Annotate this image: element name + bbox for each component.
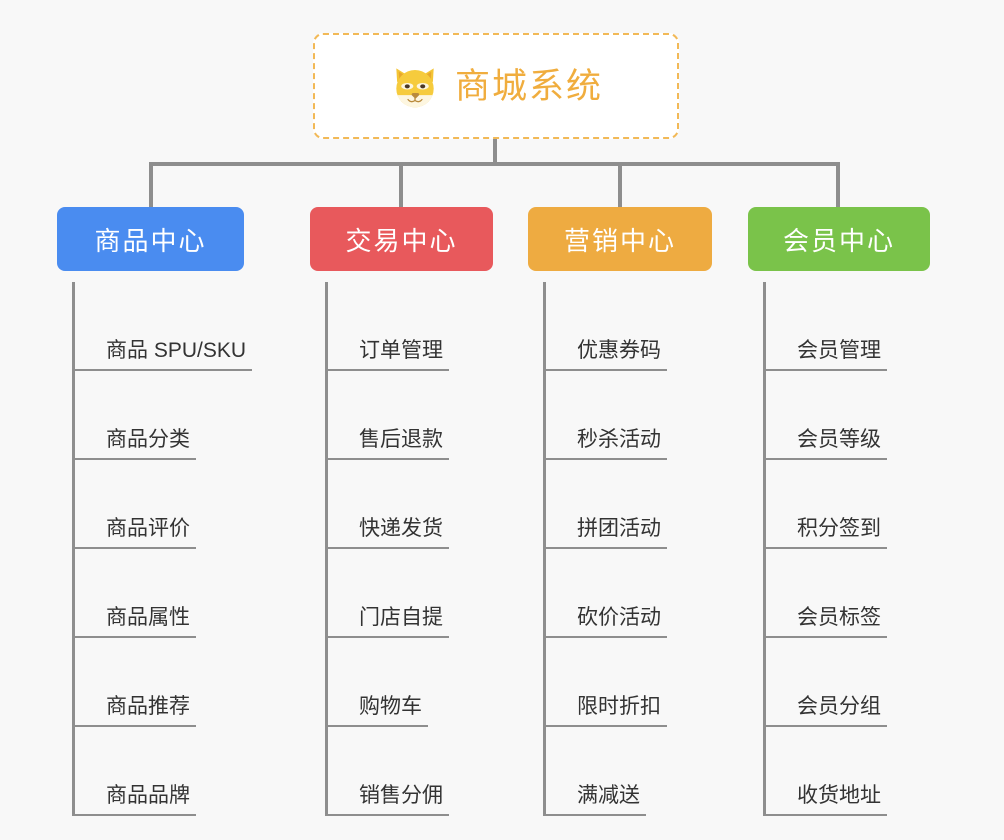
group-header-label: 商品中心	[94, 225, 207, 256]
leaf-label: 砍价活动	[546, 606, 667, 638]
leaf-label: 快递发货	[328, 517, 449, 549]
leaf-label: 门店自提	[328, 606, 449, 638]
list-item[interactable]: 限时折扣	[546, 638, 712, 727]
connector-drop-trade-center	[399, 162, 403, 208]
leaf-label: 收货地址	[766, 784, 887, 816]
list-item[interactable]: 商品属性	[75, 549, 244, 638]
list-item[interactable]: 商品 SPU/SKU	[75, 282, 253, 371]
group-product-center: 商品中心 商品 SPU/SKU 商品分类 商品评价 商品属性 商品推荐 商品品牌	[57, 207, 253, 816]
leaf-label: 商品推荐	[75, 695, 196, 727]
list-item[interactable]: 会员管理	[766, 282, 930, 371]
group-header-member-center[interactable]: 会员中心	[748, 207, 930, 271]
list-item[interactable]: 会员等级	[766, 371, 930, 460]
leaf-label: 秒杀活动	[546, 428, 667, 460]
list-item[interactable]: 满减送	[546, 727, 712, 816]
list-item[interactable]: 收货地址	[766, 727, 930, 816]
group-header-label: 会员中心	[782, 225, 895, 256]
leaf-list-trade-center: 订单管理 售后退款 快递发货 门店自提 购物车 销售分佣	[325, 282, 493, 816]
leaf-list-member-center: 会员管理 会员等级 积分签到 会员标签 会员分组 收货地址	[763, 282, 930, 816]
leaf-label: 优惠券码	[546, 339, 667, 371]
leaf-label: 会员管理	[766, 339, 887, 371]
list-item[interactable]: 商品品牌	[75, 727, 244, 816]
group-member-center: 会员中心 会员管理 会员等级 积分签到 会员标签 会员分组 收货地址	[748, 207, 930, 816]
leaf-label: 商品评价	[75, 517, 196, 549]
shiba-dog-face-icon	[389, 61, 441, 113]
leaf-label: 商品 SPU/SKU	[75, 339, 253, 371]
leaf-label: 订单管理	[328, 339, 449, 371]
leaf-label: 售后退款	[328, 428, 449, 460]
leaf-list-product-center: 商品 SPU/SKU 商品分类 商品评价 商品属性 商品推荐 商品品牌	[72, 282, 253, 816]
group-header-trade-center[interactable]: 交易中心	[310, 207, 493, 271]
list-item[interactable]: 会员标签	[766, 549, 930, 638]
list-item[interactable]: 售后退款	[328, 371, 493, 460]
leaf-label: 会员标签	[766, 606, 887, 638]
leaf-label: 商品品牌	[75, 784, 196, 816]
list-item[interactable]: 销售分佣	[328, 727, 493, 816]
root-node-title: 商城系统	[454, 66, 603, 106]
leaf-list-marketing-center: 优惠券码 秒杀活动 拼团活动 砍价活动 限时折扣 满减送	[543, 282, 712, 816]
leaf-label: 购物车	[328, 695, 428, 727]
leaf-label: 限时折扣	[546, 695, 667, 727]
leaf-label: 销售分佣	[328, 784, 449, 816]
connector-drop-product-center	[149, 162, 153, 208]
list-item[interactable]: 门店自提	[328, 549, 493, 638]
group-header-product-center[interactable]: 商品中心	[57, 207, 244, 271]
group-header-label: 营销中心	[563, 225, 676, 256]
list-item[interactable]: 商品分类	[75, 371, 244, 460]
group-header-marketing-center[interactable]: 营销中心	[528, 207, 712, 271]
group-trade-center: 交易中心 订单管理 售后退款 快递发货 门店自提 购物车 销售分佣	[310, 207, 493, 816]
leaf-label: 积分签到	[766, 517, 887, 549]
list-item[interactable]: 拼团活动	[546, 460, 712, 549]
leaf-label: 会员等级	[766, 428, 887, 460]
connector-drop-marketing-center	[618, 162, 622, 208]
list-item[interactable]: 积分签到	[766, 460, 930, 549]
list-item[interactable]: 砍价活动	[546, 549, 712, 638]
connector-root-stem	[493, 139, 497, 166]
group-header-label: 交易中心	[345, 225, 458, 256]
leaf-label: 商品分类	[75, 428, 196, 460]
connector-drop-member-center	[836, 162, 840, 208]
leaf-label: 满减送	[546, 784, 646, 816]
leaf-label: 会员分组	[766, 695, 887, 727]
connector-horizontal-bus	[149, 162, 840, 166]
list-item[interactable]: 商品推荐	[75, 638, 244, 727]
list-item[interactable]: 优惠券码	[546, 282, 712, 371]
leaf-label: 拼团活动	[546, 517, 667, 549]
list-item[interactable]: 快递发货	[328, 460, 493, 549]
list-item[interactable]: 购物车	[328, 638, 493, 727]
list-item[interactable]: 会员分组	[766, 638, 930, 727]
root-node-card[interactable]: 商城系统	[313, 33, 679, 139]
group-marketing-center: 营销中心 优惠券码 秒杀活动 拼团活动 砍价活动 限时折扣 满减送	[528, 207, 712, 816]
list-item[interactable]: 订单管理	[328, 282, 493, 371]
leaf-label: 商品属性	[75, 606, 196, 638]
list-item[interactable]: 秒杀活动	[546, 371, 712, 460]
list-item[interactable]: 商品评价	[75, 460, 244, 549]
